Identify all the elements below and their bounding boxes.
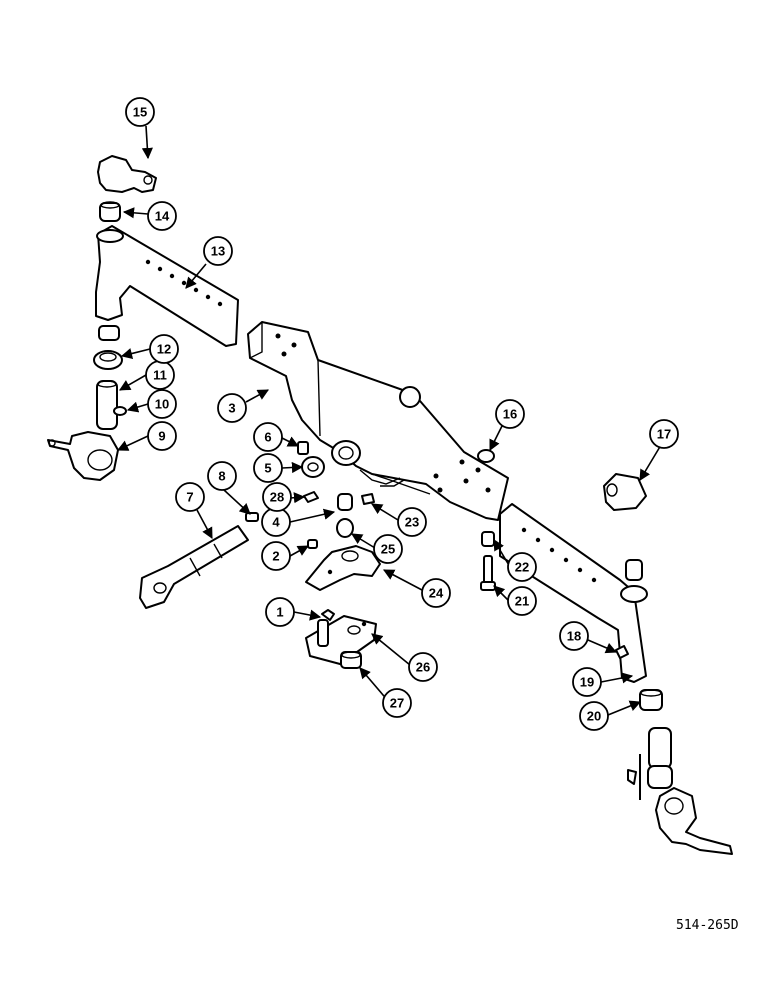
svg-text:24: 24 xyxy=(429,586,444,601)
svg-text:12: 12 xyxy=(157,342,171,357)
svg-text:15: 15 xyxy=(133,105,147,120)
svg-text:9: 9 xyxy=(158,429,165,444)
svg-text:28: 28 xyxy=(270,490,284,505)
svg-text:16: 16 xyxy=(503,407,517,422)
svg-text:1: 1 xyxy=(276,605,283,620)
part-22-bushing xyxy=(481,531,495,547)
callout-24: 24 xyxy=(421,578,451,608)
callout-15: 15 xyxy=(125,97,155,127)
part-20-bushing xyxy=(639,689,663,711)
part-13-axle-extension xyxy=(95,225,239,347)
part-11-kingpin xyxy=(96,380,118,430)
callout-8: 8 xyxy=(207,461,237,491)
svg-text:2: 2 xyxy=(272,549,279,564)
part-9-spindle xyxy=(47,431,119,481)
part-12-seal xyxy=(93,325,123,370)
svg-text:3: 3 xyxy=(228,401,235,416)
callout-4: 4 xyxy=(261,507,291,537)
part-3-front-axle xyxy=(247,321,509,521)
reference-code: 514-265D xyxy=(676,918,739,933)
svg-text:18: 18 xyxy=(567,629,581,644)
callout-11: 11 xyxy=(145,360,175,390)
callout-20: 20 xyxy=(579,701,609,731)
part-17-bracket xyxy=(603,473,647,511)
svg-text:25: 25 xyxy=(381,542,395,557)
callout-13: 13 xyxy=(203,236,233,266)
part-7-pin xyxy=(139,525,249,609)
part-14-bushing xyxy=(99,201,121,222)
part-25-washer xyxy=(336,518,354,538)
part-10-key xyxy=(113,406,127,416)
svg-text:4: 4 xyxy=(272,515,280,530)
callout-26: 26 xyxy=(408,652,438,682)
part-28-washer xyxy=(303,491,319,503)
callout-17: 17 xyxy=(649,419,679,449)
part-16-nut xyxy=(477,449,495,463)
callout-12: 12 xyxy=(149,334,179,364)
svg-text:8: 8 xyxy=(218,469,225,484)
part-26-plate xyxy=(305,615,377,665)
svg-text:21: 21 xyxy=(515,594,529,609)
callout-16: 16 xyxy=(495,399,525,429)
svg-text:17: 17 xyxy=(657,427,671,442)
callout-23: 23 xyxy=(397,507,427,537)
svg-text:19: 19 xyxy=(580,675,594,690)
part-8-grease-fitting xyxy=(245,512,259,522)
callout-21: 21 xyxy=(507,586,537,616)
svg-text:7: 7 xyxy=(186,490,193,505)
svg-text:11: 11 xyxy=(153,368,167,383)
callout-18: 18 xyxy=(559,621,589,651)
part-2-nut xyxy=(307,539,318,549)
part-27-bushing xyxy=(340,651,362,669)
part-23-fitting xyxy=(361,493,375,505)
svg-text:5: 5 xyxy=(264,461,271,476)
svg-text:20: 20 xyxy=(587,709,601,724)
callout-28: 28 xyxy=(262,482,292,512)
part-18-fitting xyxy=(615,645,629,659)
callout-22: 22 xyxy=(507,552,537,582)
callout-7: 7 xyxy=(175,482,205,512)
callout-9: 9 xyxy=(147,421,177,451)
callout-1: 1 xyxy=(265,597,295,627)
part-15-bracket xyxy=(97,155,157,193)
part-19-axle-extension xyxy=(499,503,648,683)
callout-5: 5 xyxy=(253,453,283,483)
svg-text:10: 10 xyxy=(155,397,169,412)
svg-text:27: 27 xyxy=(390,696,404,711)
part-6-grease-fitting xyxy=(297,441,309,455)
svg-text:23: 23 xyxy=(405,515,419,530)
part-1-fitting xyxy=(321,609,335,621)
part-right-spindle xyxy=(627,727,733,855)
callout-27: 27 xyxy=(382,688,412,718)
callout-2: 2 xyxy=(261,541,291,571)
callout-19: 19 xyxy=(572,667,602,697)
part-5-bushing xyxy=(301,456,325,478)
svg-text:22: 22 xyxy=(515,560,529,575)
svg-text:13: 13 xyxy=(211,244,225,259)
part-4-bushing xyxy=(337,493,353,511)
part-21-bolt xyxy=(480,555,496,591)
callout-14: 14 xyxy=(147,201,177,231)
callout-6: 6 xyxy=(253,422,283,452)
part-24-pivot-bracket xyxy=(305,545,381,591)
svg-text:26: 26 xyxy=(416,660,430,675)
svg-text:14: 14 xyxy=(155,209,170,224)
svg-text:6: 6 xyxy=(264,430,271,445)
callout-leaders xyxy=(116,125,665,716)
callout-10: 10 xyxy=(147,389,177,419)
callout-3: 3 xyxy=(217,393,247,423)
callout-25: 25 xyxy=(373,534,403,564)
